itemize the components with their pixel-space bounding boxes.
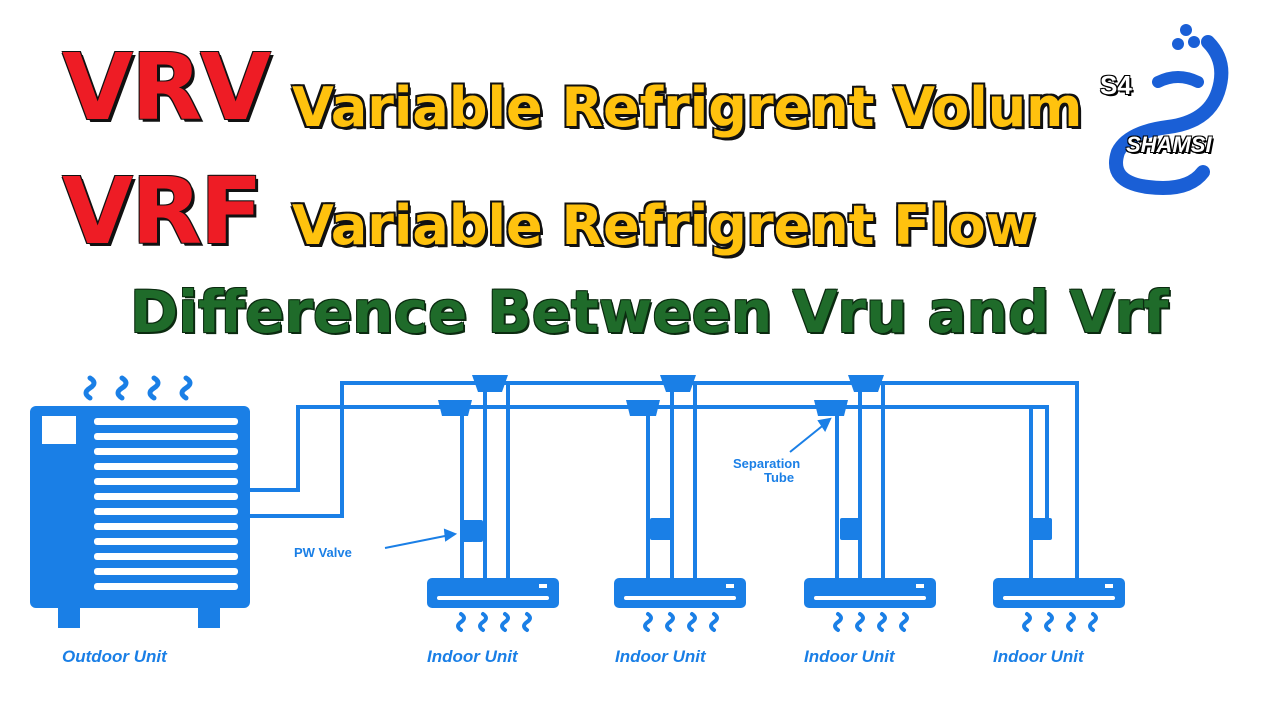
outdoor-unit-label: Outdoor Unit (62, 647, 168, 666)
outdoor-unit (30, 375, 250, 628)
liquid-pipe (248, 405, 1049, 525)
airflow-icon (833, 612, 843, 632)
airflow-icon (877, 612, 887, 632)
airflow-icon (500, 612, 510, 632)
separation-tube-label-line1: Separation (733, 456, 800, 471)
airflow-icon (478, 612, 488, 632)
logo-code: S4 (1100, 70, 1132, 100)
indoor-unit-1 (427, 578, 559, 632)
airflow-icon (643, 612, 653, 632)
vrf-abbreviation: VRF (62, 158, 263, 265)
separation-tube-label-line2: Tube (764, 470, 794, 485)
vrv-full-name: Variable Refrigrent Volum (292, 76, 1083, 139)
vrf-full-name: Variable Refrigrent Flow (292, 194, 1036, 257)
vrv-abbreviation: VRV (62, 34, 271, 141)
logo-name: SHAMSI (1126, 132, 1212, 157)
airflow-icon (855, 612, 865, 632)
separation-tubes (438, 375, 884, 416)
indoor-unit-label-2: Indoor Unit (615, 647, 707, 666)
gas-pipe (248, 381, 1079, 580)
airflow-icon (522, 612, 532, 632)
airflow-icon (1022, 612, 1032, 632)
pw-valve-label: PW Valve (294, 545, 352, 560)
shamsi-logo (1109, 24, 1229, 195)
indoor-unit-label-1: Indoor Unit (427, 647, 519, 666)
heat-wave-icon (83, 375, 193, 401)
airflow-icon (1066, 612, 1076, 632)
airflow-icon (665, 612, 675, 632)
pw-valves (461, 518, 1052, 542)
indoor-unit-4 (993, 578, 1125, 632)
airflow-icon (687, 612, 697, 632)
airflow-icon (899, 612, 909, 632)
indoor-unit-label-4: Indoor Unit (993, 647, 1085, 666)
airflow-icon (709, 612, 719, 632)
indoor-unit-label-3: Indoor Unit (804, 647, 896, 666)
airflow-icon (1044, 612, 1054, 632)
indoor-unit-3 (804, 578, 936, 632)
page-subtitle: Difference Between Vru and Vrf (130, 278, 1169, 346)
airflow-icon (1088, 612, 1098, 632)
airflow-icon (456, 612, 466, 632)
indoor-unit-2 (614, 578, 746, 632)
